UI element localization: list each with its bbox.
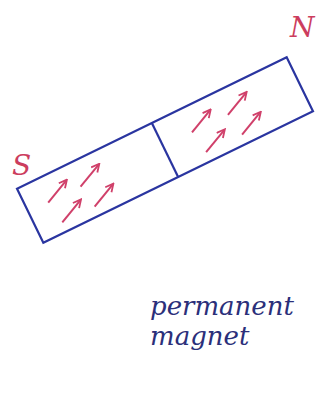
caption-note: permanent magnet [150, 292, 300, 352]
pole-label: S [12, 150, 31, 182]
magnet-outline [17, 57, 313, 242]
pole-label: N [290, 12, 315, 44]
magnet-divider [152, 123, 178, 177]
domain-arrows [43, 91, 266, 224]
magnet-body [17, 57, 313, 242]
